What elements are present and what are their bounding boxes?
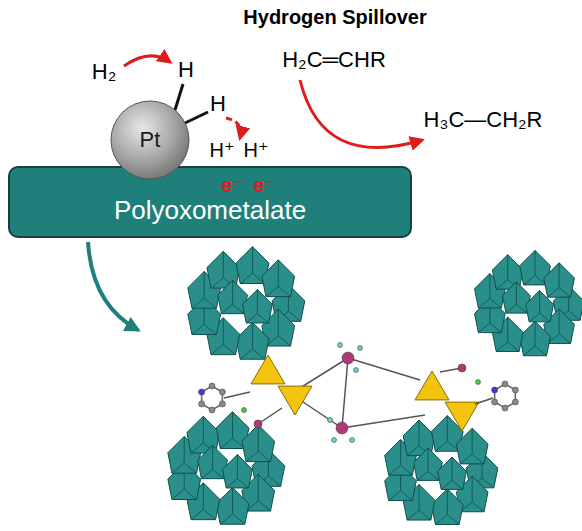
atom [476,380,481,385]
bond [300,358,348,388]
bond [348,358,420,380]
proton-label: H⁺ [244,139,269,161]
atom [242,408,247,413]
octahedron-edge [246,425,271,462]
electron-label: e⁻ [253,174,275,196]
structure-arrow [88,242,138,330]
octahedron-edge [529,291,550,322]
bond [475,398,493,404]
bond [258,408,282,424]
atom [219,389,225,395]
tetrahedron [445,402,479,431]
alkane-label: H₃C—CH₂R [424,108,543,132]
atom [458,364,466,372]
atom [502,381,508,387]
octahedron-edge [524,321,547,355]
octahedron-edge [266,260,291,297]
octahedron [223,455,253,488]
atom [358,346,363,351]
octahedron-edge [441,457,463,489]
octahedron-edge [226,455,248,488]
pyridine-ring [495,384,516,408]
crystal-structure [168,247,582,525]
tetrahedron [251,355,285,384]
octahedron [243,290,273,323]
atom [328,418,333,423]
title: Hydrogen Spillover [243,6,426,28]
atom [219,401,225,407]
reactant-label: H₂ [92,60,116,84]
octahedron [262,260,295,297]
support-box: Polyoxometalate [8,166,412,238]
bond [224,392,250,398]
pt-particle: Pt [110,100,190,180]
octahedron-edge [220,412,245,449]
atom [332,438,337,443]
adsorption-arrow [124,56,170,66]
atom-label: H [210,92,226,116]
atom [209,383,215,389]
spillover-arrow [226,118,241,138]
octahedron-edge [417,448,439,480]
atom [350,438,355,443]
alkene-label: H₂C═CHR [282,48,386,72]
node-label: Polyoxometalate [114,195,306,226]
octahedron-edge [460,428,484,464]
atom [342,352,354,364]
octahedron [544,263,575,297]
octahedron [242,425,275,462]
tetrahedron [415,371,449,400]
atom [492,399,498,405]
node-label: Pt [140,127,161,153]
pt-h-bond [185,112,208,123]
bond [300,400,342,428]
octahedron [216,487,249,524]
atom [209,407,215,413]
pt-h-bond [175,84,183,110]
proton-label: H⁺ [210,139,235,161]
octahedron-edge [240,247,265,284]
electron-label: e⁻ [221,174,243,196]
tetrahedron [278,386,312,415]
octahedron-edge [201,445,223,478]
octahedron [526,291,554,322]
atom [338,343,343,348]
octahedron-edge [435,489,459,525]
atom [199,389,205,395]
pt-sphere-outline [111,101,189,179]
octahedron-edge [221,280,243,313]
octahedron-edge [524,250,547,284]
atom-label: H [178,58,194,82]
pyridine-ring [202,386,223,410]
octahedron [456,428,488,464]
atom [254,420,262,428]
atom [199,401,205,407]
octahedron-edge [548,263,571,297]
bond [342,358,348,428]
octahedron [236,322,269,359]
octahedron [438,457,467,489]
atom [336,422,348,434]
octahedron-edge [240,322,265,359]
hydrogenation-arrow [300,80,422,148]
octahedron-edge [220,487,245,524]
atom [354,368,359,373]
atom [502,405,508,411]
octahedron [431,489,463,525]
octahedron [520,321,551,355]
octahedron-edge [506,282,527,313]
atom [512,399,518,405]
atom [512,387,518,393]
atom [492,387,498,393]
octahedron-edge [246,290,268,323]
